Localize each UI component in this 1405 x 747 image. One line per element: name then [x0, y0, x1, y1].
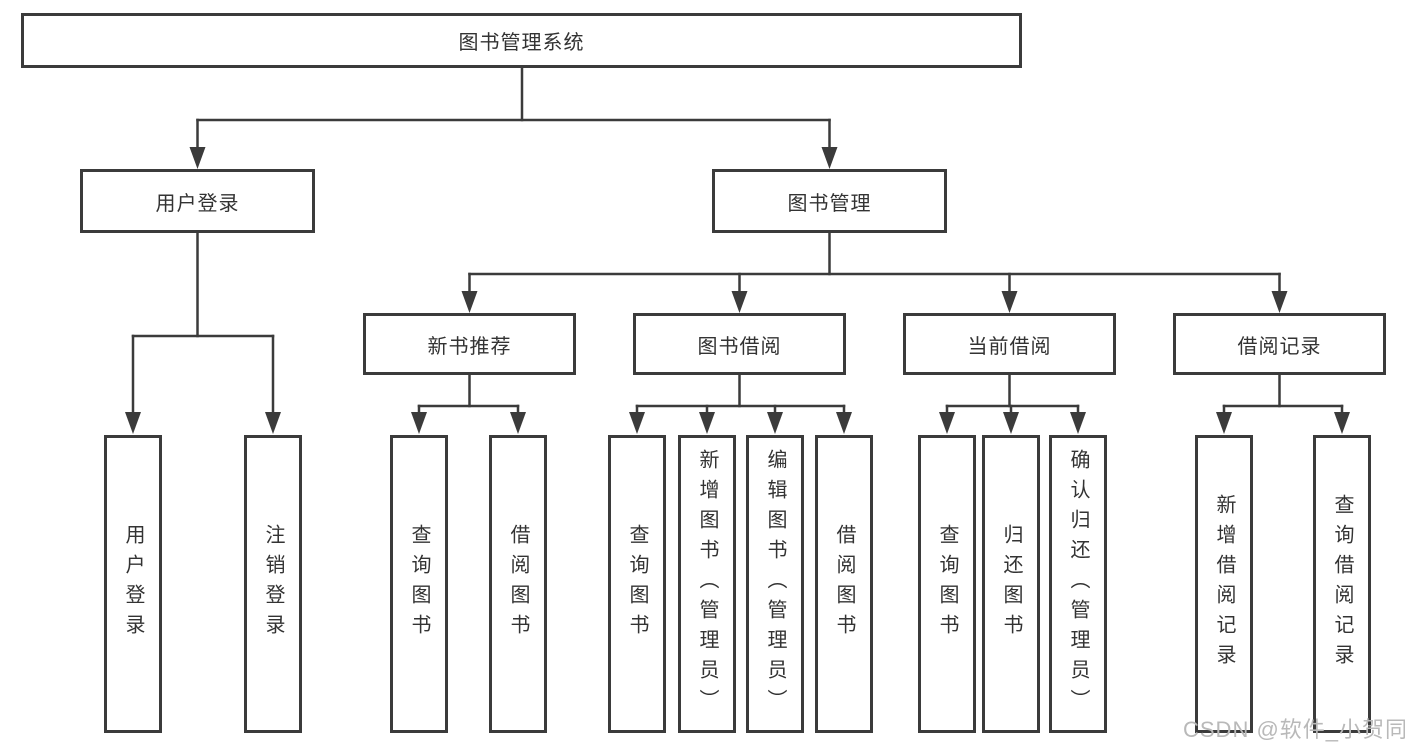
node-new-book-recommend-label: 新书推荐: [427, 335, 512, 358]
leaf-cb-query-books: 查询图书: [918, 435, 976, 733]
leaf-bb-borrow-books: 借阅图书: [815, 435, 873, 733]
node-borrowing-records: 借阅记录: [1173, 313, 1386, 375]
leaf-bb-edit-books-admin-label: 编辑图书（管理员）: [764, 449, 786, 719]
node-current-borrowing-label: 当前借阅: [967, 335, 1052, 358]
node-borrowing-records-label: 借阅记录: [1237, 335, 1322, 358]
leaf-nbr-borrow-books-label: 借阅图书: [507, 524, 529, 644]
node-book-management: 图书管理: [712, 169, 947, 233]
leaf-cb-confirm-return-admin: 确认归还（管理员）: [1049, 435, 1107, 733]
node-user-login-label: 用户登录: [155, 192, 240, 215]
watermark: CSDN @软件_小贺同学: [1183, 717, 1405, 742]
leaf-user-login: 用户登录: [104, 435, 162, 733]
leaf-bb-add-books-admin-label: 新增图书（管理员）: [696, 449, 718, 719]
leaf-bb-add-books-admin: 新增图书（管理员）: [678, 435, 736, 733]
leaf-user-login-label: 用户登录: [122, 524, 144, 644]
leaf-cb-return-books: 归还图书: [982, 435, 1040, 733]
leaf-br-add-record-label: 新增借阅记录: [1213, 494, 1235, 674]
leaf-nbr-query-books-label: 查询图书: [408, 524, 430, 644]
leaf-br-add-record: 新增借阅记录: [1195, 435, 1253, 733]
leaf-logout-login: 注销登录: [244, 435, 302, 733]
leaf-br-query-record: 查询借阅记录: [1313, 435, 1371, 733]
leaf-bb-query-books-label: 查询图书: [626, 524, 648, 644]
arrowhead-icons: [125, 147, 1350, 434]
leaf-bb-query-books: 查询图书: [608, 435, 666, 733]
node-current-borrowing: 当前借阅: [903, 313, 1116, 375]
node-new-book-recommend: 新书推荐: [363, 313, 576, 375]
leaf-bb-borrow-books-label: 借阅图书: [833, 524, 855, 644]
node-library-system: 图书管理系统: [21, 13, 1022, 68]
leaf-nbr-query-books: 查询图书: [390, 435, 448, 733]
node-user-login: 用户登录: [80, 169, 315, 233]
node-book-borrowing: 图书借阅: [633, 313, 846, 375]
leaf-cb-confirm-return-admin-label: 确认归还（管理员）: [1067, 449, 1089, 719]
leaf-bb-edit-books-admin: 编辑图书（管理员）: [746, 435, 804, 733]
leaf-br-query-record-label: 查询借阅记录: [1331, 494, 1353, 674]
node-book-management-label: 图书管理: [787, 192, 872, 215]
node-library-system-label: 图书管理系统: [458, 32, 585, 54]
leaf-cb-query-books-label: 查询图书: [936, 524, 958, 644]
leaf-cb-return-books-label: 归还图书: [1000, 524, 1022, 644]
node-book-borrowing-label: 图书借阅: [697, 335, 782, 358]
leaf-nbr-borrow-books: 借阅图书: [489, 435, 547, 733]
leaf-logout-login-label: 注销登录: [262, 524, 284, 644]
